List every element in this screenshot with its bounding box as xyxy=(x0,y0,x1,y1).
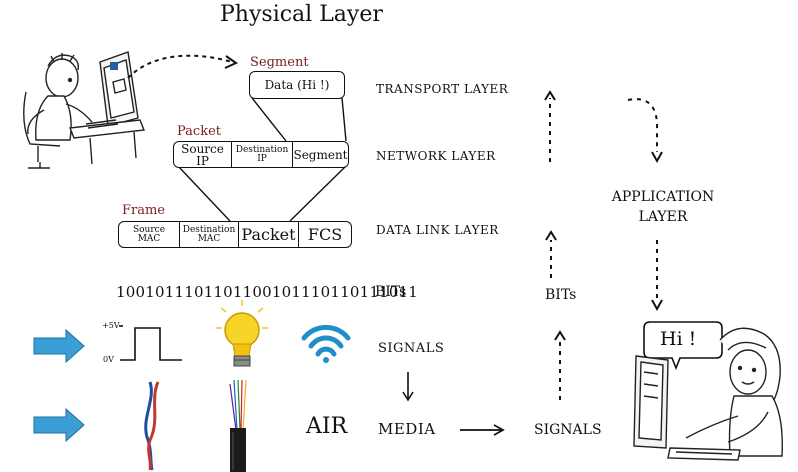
man-at-computer-illustration xyxy=(23,51,145,169)
signals-to-media-arrow xyxy=(402,372,414,402)
application-to-user-arrow xyxy=(651,240,663,312)
frame-label: Frame xyxy=(122,203,166,218)
media-to-signals-arrow xyxy=(460,424,505,436)
speech-bubble xyxy=(643,321,723,371)
application-layer-label: APPLICATION LAYER xyxy=(611,189,715,225)
source-ip-field: Source IP xyxy=(174,142,232,167)
transport-layer-label: TRANSPORT LAYER xyxy=(376,82,509,96)
voltage-low-label: 0V xyxy=(103,355,114,364)
transport-to-application-arrow xyxy=(627,98,663,164)
fcs-field: FCS xyxy=(307,224,343,244)
light-bulb-icon xyxy=(216,300,268,367)
square-wave-signal xyxy=(119,325,182,361)
page-title: Physical Layer xyxy=(220,2,383,27)
segment-label: Segment xyxy=(250,55,309,70)
source-mac-field: Source MAC xyxy=(119,222,180,247)
receiver-signals-label: SIGNALS xyxy=(534,422,602,438)
destination-mac-field: Destination MAC xyxy=(180,222,239,247)
voltage-high-label: +5V xyxy=(102,321,120,330)
bits-layer-label: BITs xyxy=(375,284,407,300)
receiver-bits-label: BITs xyxy=(545,287,577,303)
segment-data: Data (Hi !) xyxy=(264,78,330,92)
data-link-layer-label: DATA LINK LAYER xyxy=(376,223,499,237)
wifi-icon xyxy=(301,324,351,363)
bit-string: 1001011101101100101110110111011 xyxy=(116,283,419,301)
woman-at-computer-illustration xyxy=(633,327,783,461)
packet-field: Packet xyxy=(239,222,299,247)
packet-box: Source IP Destination IP Segment xyxy=(173,141,349,168)
packet-label: Packet xyxy=(177,124,221,139)
dashed-arrow-to-segment xyxy=(127,54,233,79)
signals-layer-label: SIGNALS xyxy=(378,341,445,356)
media-layer-label: MEDIA xyxy=(378,420,436,438)
signal-blue-arrow xyxy=(33,328,85,364)
up-arrow-signals-to-bits xyxy=(554,330,566,400)
segment-field: Segment xyxy=(293,147,348,162)
media-blue-arrow xyxy=(33,407,85,443)
speech-bubble-text: Hi ! xyxy=(660,328,697,350)
fiber-optic-cable-illustration xyxy=(229,379,247,472)
frame-box: Source MAC Destination MAC Packet FCS xyxy=(118,221,352,248)
destination-ip-field: Destination IP xyxy=(232,142,293,167)
twisted-pair-cable-illustration xyxy=(144,381,160,471)
air-label: AIR xyxy=(306,414,348,439)
network-layer-label: NETWORK LAYER xyxy=(376,149,496,163)
up-arrow-bits-to-datalink xyxy=(545,230,557,278)
segment-box: Data (Hi !) xyxy=(249,71,345,99)
up-arrow-network-to-transport xyxy=(544,90,556,162)
